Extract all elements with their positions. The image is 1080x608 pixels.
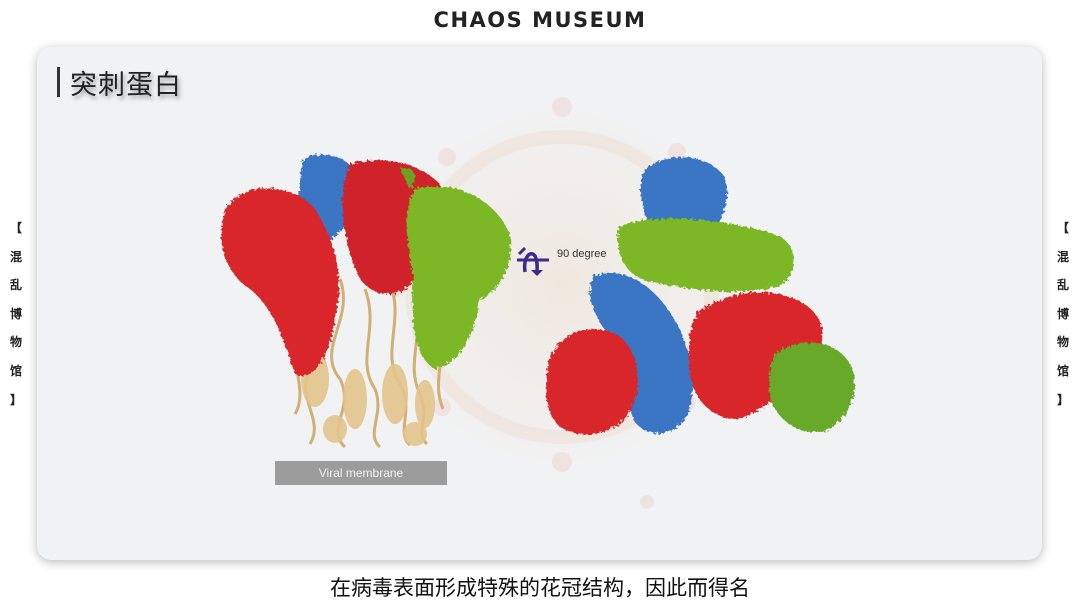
membrane-label: Viral membrane	[275, 461, 447, 485]
side-char: 】	[1056, 392, 1069, 407]
side-char: 博	[9, 306, 22, 321]
side-char: 乱	[9, 278, 22, 293]
slide-card: 突刺蛋白	[37, 47, 1042, 560]
spike-protein-top-view	[546, 157, 855, 435]
caption-subtitle: 在病毒表面形成特殊的花冠结构，因此而得名	[330, 576, 750, 600]
side-char: 混	[9, 249, 22, 264]
side-label-left: 【 混 乱 博 物 馆 】	[6, 214, 26, 414]
side-char: 物	[9, 335, 22, 350]
side-char: 乱	[1056, 278, 1069, 293]
rotation-label: 90 degree	[557, 248, 607, 260]
side-char: 馆	[1056, 363, 1069, 378]
side-char: 】	[9, 392, 22, 407]
side-label-right: 【 混 乱 博 物 馆 】	[1053, 214, 1073, 414]
side-char: 馆	[9, 363, 22, 378]
side-char: 物	[1056, 335, 1069, 350]
side-char: 混	[1056, 249, 1069, 264]
brand-title: CHAOS MUSEUM	[433, 8, 647, 32]
spike-protein-side-view	[221, 154, 511, 449]
title-accent-bar	[57, 67, 60, 97]
side-char: 【	[1056, 221, 1069, 235]
side-char: 【	[9, 221, 22, 235]
rotate-arrow-icon	[517, 246, 549, 276]
slide-title: 突刺蛋白	[70, 69, 182, 101]
slide-title-block: 突刺蛋白	[57, 65, 182, 101]
side-char: 博	[1056, 306, 1069, 321]
